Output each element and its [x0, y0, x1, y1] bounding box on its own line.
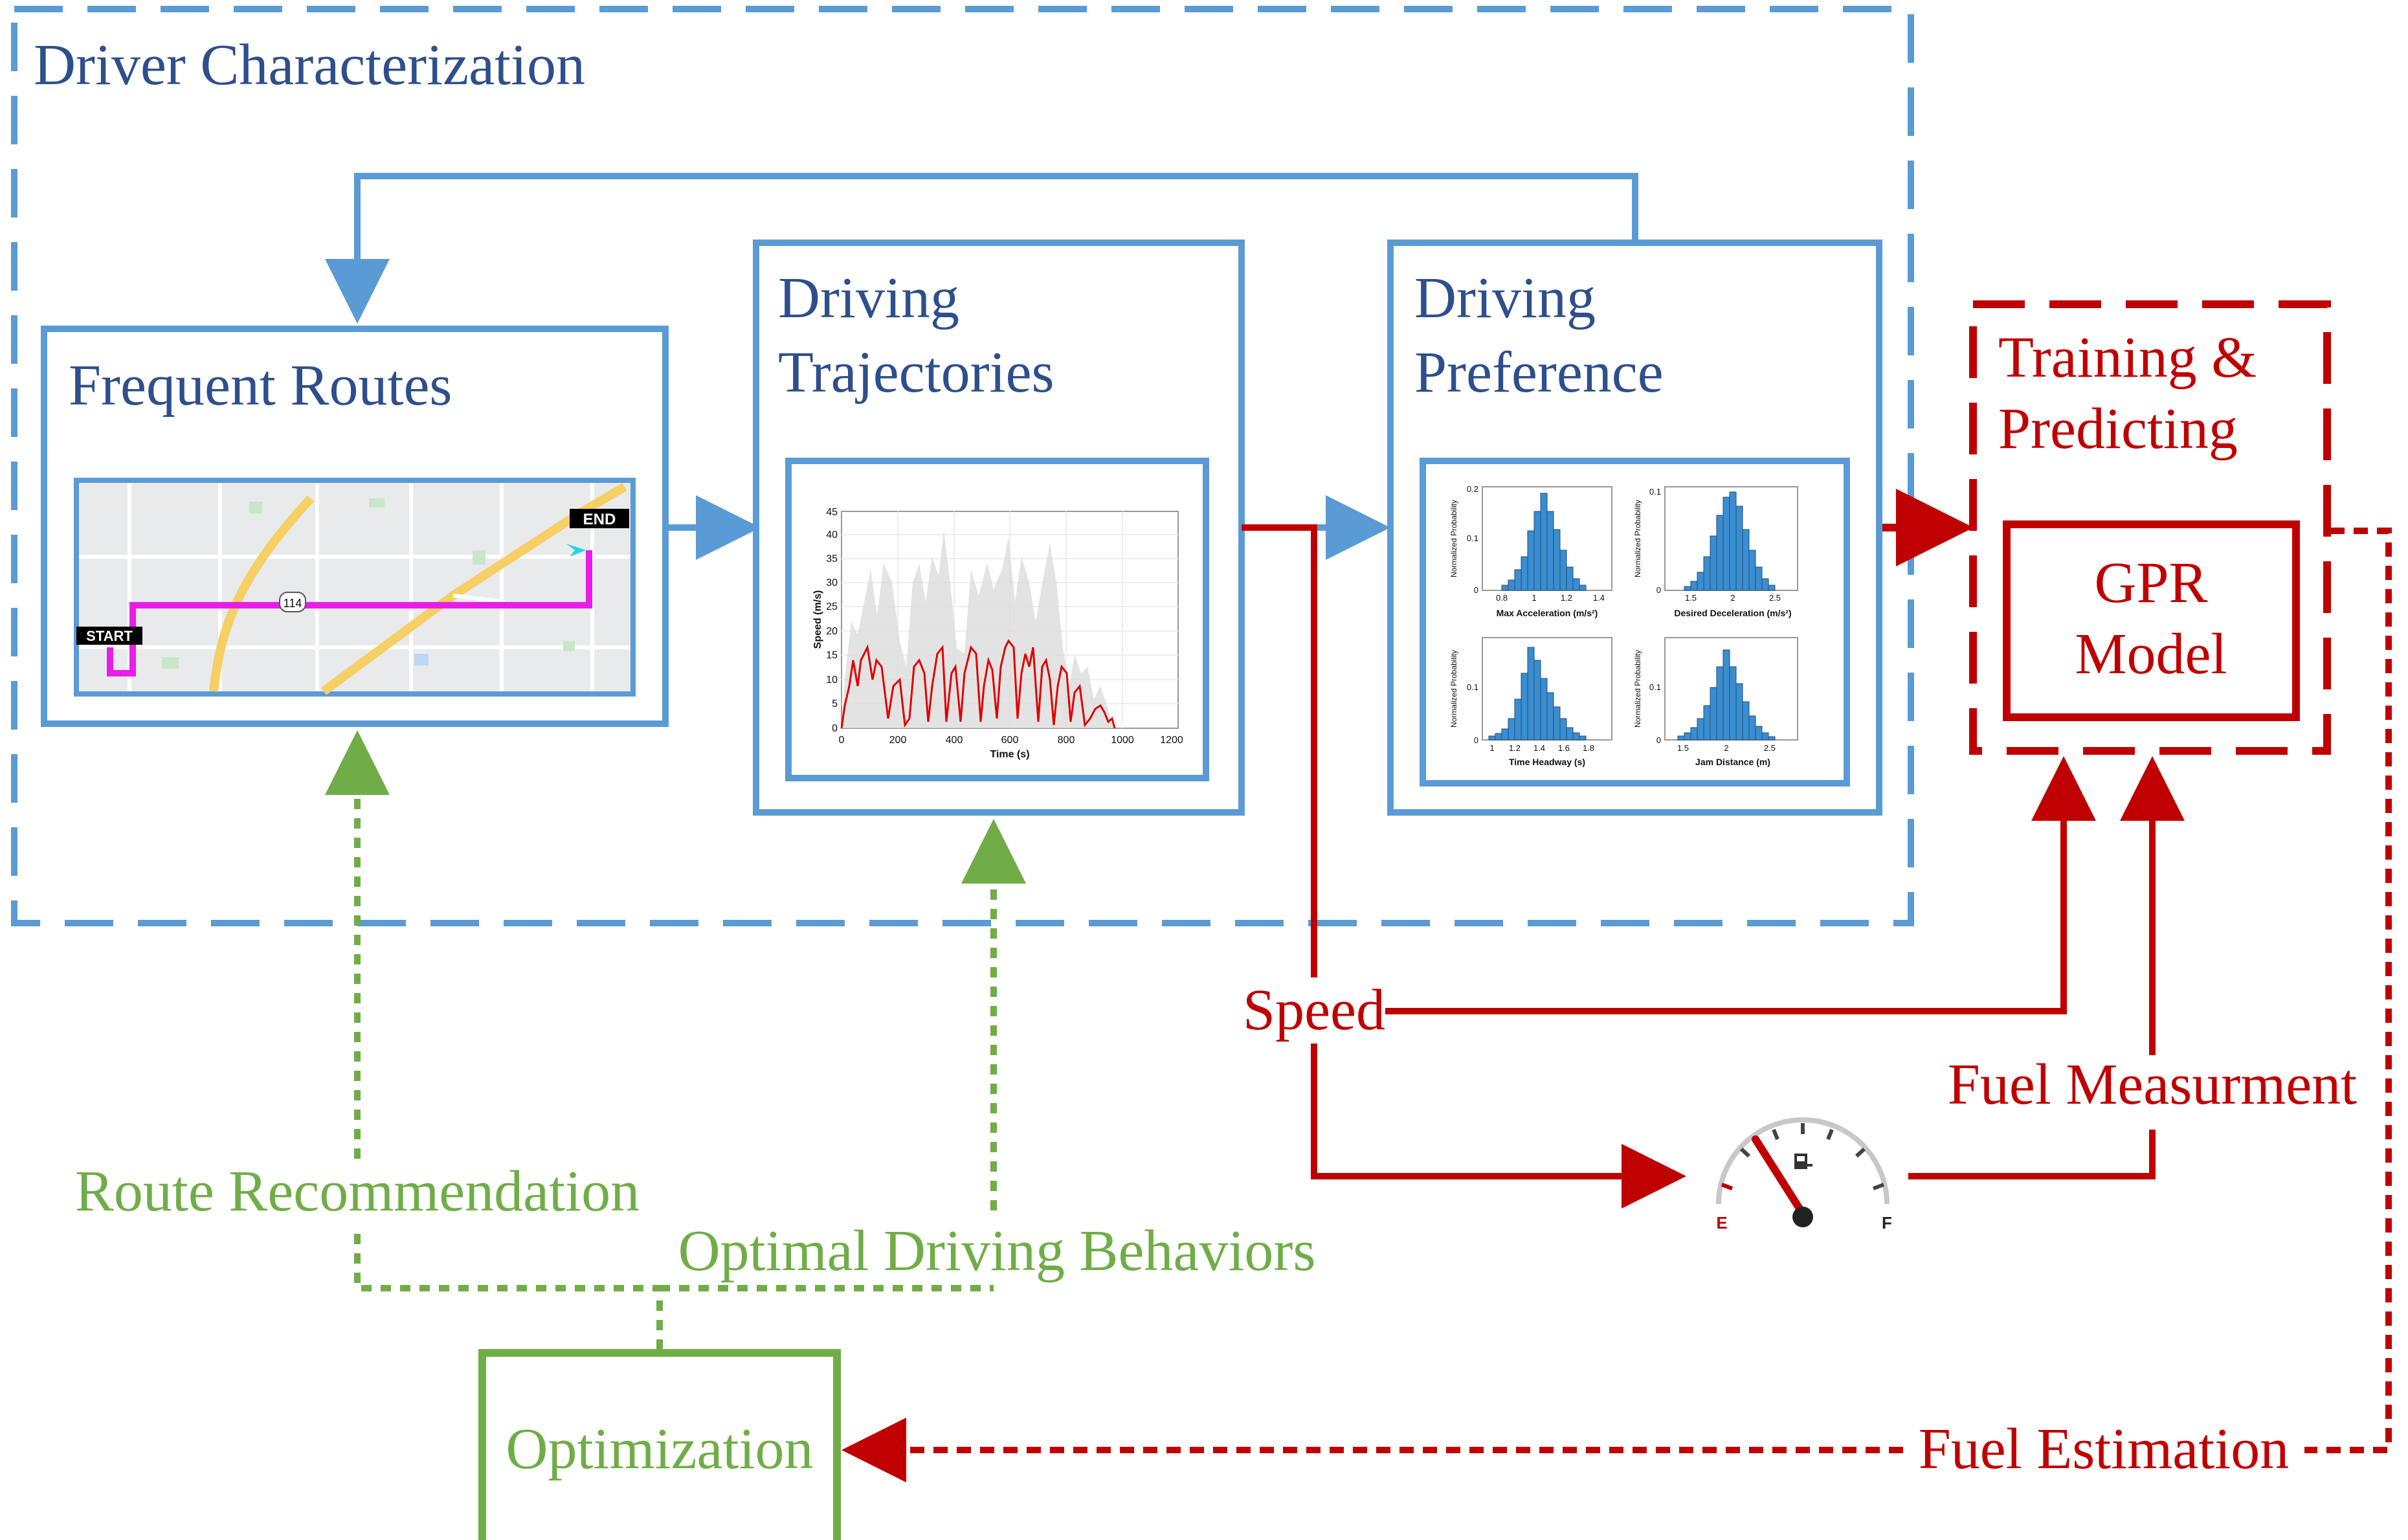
hist-x-tick: 2 — [1730, 593, 1735, 603]
hist-y-label: Normalized Probability — [1633, 650, 1642, 728]
hist-y-tick: 0 — [1474, 585, 1478, 595]
y-tick: 40 — [826, 530, 838, 541]
optimization-label: Optimization — [506, 1417, 814, 1481]
fuel-measurement-arrow — [1908, 1130, 2156, 1179]
hist-x-label: Time Headway (s) — [1509, 757, 1585, 767]
speed-signal-line — [1242, 524, 1317, 977]
y-tick: 5 — [832, 698, 838, 709]
optimization-feedback-path — [354, 1233, 663, 1350]
y-tick: 45 — [826, 507, 838, 518]
gauge-empty-label: E — [1716, 1213, 1727, 1233]
speed-label: Speed — [1243, 978, 1385, 1042]
x-tick: 200 — [889, 735, 907, 746]
hist-x-tick: 1.4 — [1593, 593, 1605, 603]
hist-y-tick: 0.1 — [1649, 682, 1661, 692]
hist-x-tick: 1.6 — [1558, 743, 1570, 753]
hist-y-tick: 0.1 — [1649, 487, 1661, 497]
hist-y-label: Normalized Probability — [1633, 500, 1642, 577]
hist-y-label: Normalized Probability — [1449, 500, 1458, 577]
y-tick: 10 — [826, 675, 838, 686]
gpr-model-line1: GPR — [2094, 551, 2207, 615]
hist-x-label: Desired Deceleration (m/s²) — [1674, 608, 1791, 618]
hist-x-tick: 1.8 — [1583, 743, 1594, 753]
y-tick: 20 — [826, 626, 838, 637]
fuel-estimation-path — [2304, 528, 2392, 1453]
histogram-desired-deceleration: 1.5 2 2.5 0 0.1 Desired Deceleration (m/… — [1633, 486, 1798, 618]
hist-x-tick: 1.2 — [1561, 593, 1572, 603]
y-axis-label: Speed (m/s) — [812, 590, 823, 649]
feedback-arrow — [325, 173, 1638, 324]
driving-preference-title-line1: Driving — [1414, 266, 1596, 330]
driving-preference-title-line2: Preference — [1414, 340, 1664, 405]
optimal-driving-behaviors-label: Optimal Driving Behaviors — [678, 1219, 1316, 1283]
start-label: START — [86, 628, 133, 644]
speed-to-gpr-arrow — [1385, 756, 2096, 1014]
x-tick: 800 — [1058, 735, 1075, 746]
hist-x-tick: 1.5 — [1677, 743, 1689, 753]
hist-x-tick: 1 — [1532, 593, 1536, 603]
hist-x-tick: 2.5 — [1769, 593, 1781, 603]
fuel-gauge-icon: E F — [1716, 1117, 1892, 1233]
x-tick: 1000 — [1111, 735, 1134, 746]
x-tick: 600 — [1001, 735, 1019, 746]
hist-y-tick: 0 — [1656, 735, 1661, 745]
speed-chart: 0 5 10 15 20 25 30 35 40 45 0 200 400 60… — [785, 458, 1209, 781]
driver-characterization-box — [11, 6, 1914, 926]
hist-y-tick: 0.1 — [1467, 533, 1478, 543]
x-tick: 1200 — [1160, 735, 1183, 746]
hist-x-tick: 1 — [1489, 743, 1494, 753]
route-recommendation-label: Route Recommendation — [75, 1159, 640, 1223]
route-map: 114 END START — [74, 478, 636, 697]
x-tick: 0 — [839, 735, 845, 746]
y-tick: 25 — [826, 601, 838, 612]
destination-flag-icon — [566, 544, 586, 557]
driver-characterization-title: Driver Characterization — [34, 33, 585, 97]
optimization-box — [478, 1349, 841, 1540]
preference-histograms: 0.8 1 1.2 1.4 0 0.1 0.2 Max Acceleration… — [1420, 458, 1850, 787]
hist-y-tick: 0.1 — [1467, 682, 1478, 692]
hist-x-tick: 2 — [1724, 743, 1728, 753]
histogram-max-acceleration: 0.8 1 1.2 1.4 0 0.1 0.2 Max Acceleration… — [1449, 484, 1612, 618]
hist-y-tick: 0.2 — [1467, 484, 1478, 494]
frequent-routes-title: Frequent Routes — [69, 353, 452, 418]
fuel-estimation-label: Fuel Estimation — [1919, 1417, 2289, 1481]
gpr-model-box — [2003, 520, 2300, 721]
end-label: END — [583, 511, 616, 528]
hist-x-label: Max Acceleration (m/s²) — [1497, 608, 1598, 618]
hist-x-tick: 1.2 — [1509, 743, 1521, 753]
driving-trajectories-title-line2: Trajectories — [778, 340, 1054, 405]
fuel-measurement-label: Fuel Measurment — [1948, 1053, 2357, 1117]
histogram-jam-distance: 1.5 2 2.5 0 0.1 Jam Distance (m) Normali… — [1633, 637, 1798, 767]
y-tick: 15 — [826, 650, 838, 661]
hist-x-tick: 0.8 — [1496, 593, 1508, 603]
road-label: 114 — [284, 597, 302, 610]
y-tick: 35 — [826, 553, 838, 564]
gpr-model-line2: Model — [2075, 622, 2227, 686]
y-tick: 0 — [832, 723, 838, 734]
speed-envelope — [842, 531, 1113, 728]
hist-x-tick: 1.4 — [1533, 743, 1545, 753]
hist-y-label: Normalized Probability — [1449, 650, 1458, 728]
y-tick: 30 — [826, 577, 838, 588]
hist-y-tick: 0 — [1474, 735, 1478, 745]
hist-x-tick: 1.5 — [1685, 593, 1697, 603]
hist-y-tick: 0 — [1656, 585, 1661, 595]
hist-x-tick: 2.5 — [1764, 743, 1776, 753]
training-predicting-title-line2: Predicting — [1998, 397, 2238, 461]
histogram-time-headway: 1 1.2 1.4 1.6 1.8 0 0.1 Time Headway (s)… — [1449, 637, 1612, 767]
training-predicting-title-line1: Training & — [1998, 326, 2257, 390]
hist-x-label: Jam Distance (m) — [1695, 757, 1770, 767]
x-tick: 400 — [946, 735, 963, 746]
x-axis-label: Time (s) — [990, 749, 1029, 760]
speed-trace — [840, 639, 1116, 729]
speed-to-gauge-arrow — [1311, 1043, 1686, 1209]
gauge-full-label: F — [1882, 1213, 1892, 1233]
driving-trajectories-title-line1: Driving — [778, 266, 959, 330]
